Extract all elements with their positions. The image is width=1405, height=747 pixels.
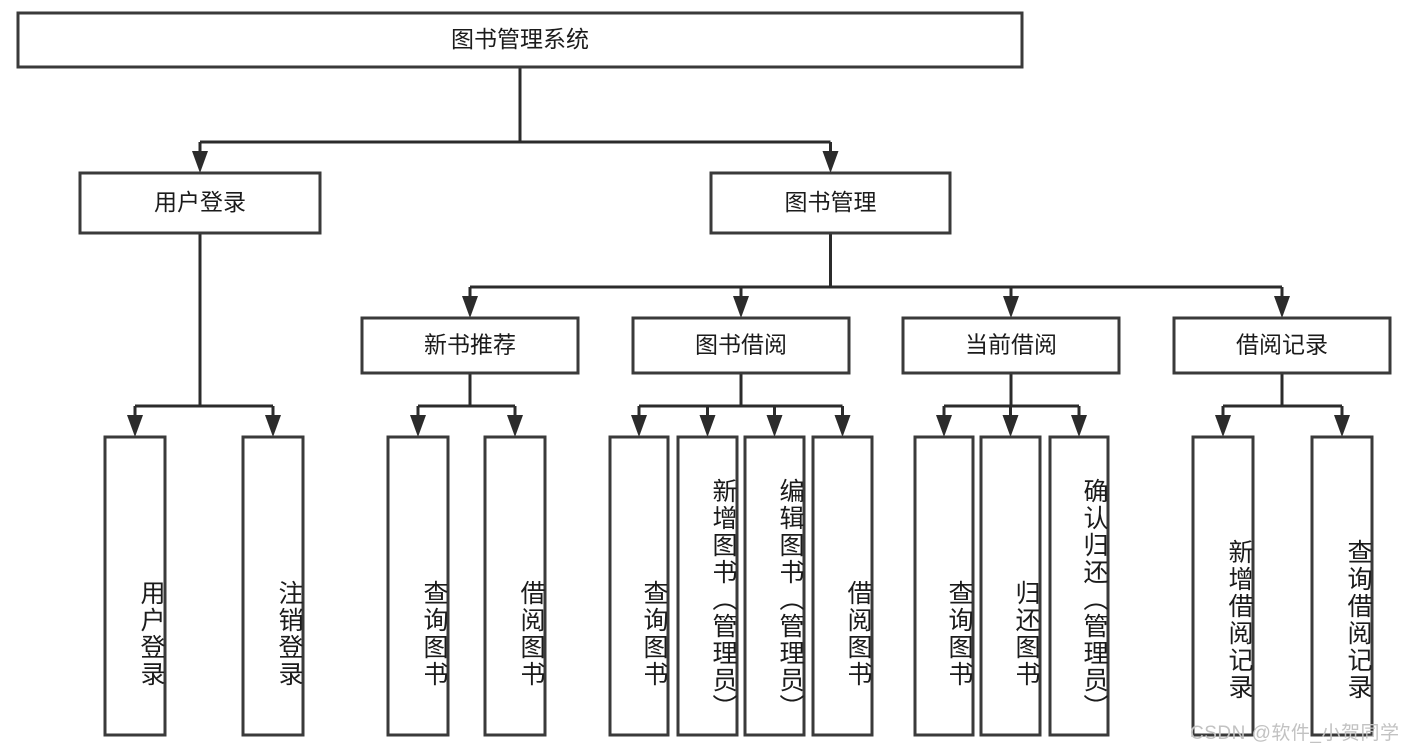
node-box-m2[interactable] [709, 171, 952, 235]
arrowhead-s1 [462, 296, 478, 318]
arrowhead-f7 [766, 415, 783, 437]
node-box-s4[interactable] [1172, 316, 1392, 375]
arrowhead-m1 [192, 151, 208, 173]
arrowhead-f13 [1334, 415, 1350, 437]
node-f5[interactable] [608, 435, 670, 737]
node-box-f8[interactable] [811, 435, 874, 737]
node-m2[interactable]: 图书管理 [709, 171, 952, 235]
node-label-s3: 当前借阅 [965, 332, 1057, 358]
node-f1[interactable] [103, 435, 167, 737]
node-box-f13[interactable] [1310, 435, 1374, 737]
node-s4[interactable]: 借阅记录 [1172, 316, 1392, 375]
node-label-m1: 用户登录 [154, 189, 246, 215]
node-box-f1[interactable] [103, 435, 167, 737]
arrowhead-f1 [127, 415, 143, 437]
node-f3[interactable] [386, 435, 450, 737]
node-box-f3[interactable] [386, 435, 450, 737]
arrowhead-f9 [936, 415, 952, 437]
node-box-s1[interactable] [360, 316, 580, 375]
node-box-f11[interactable] [1048, 435, 1110, 737]
arrowhead-f2 [265, 415, 281, 437]
node-box-f5[interactable] [608, 435, 670, 737]
node-box-s2[interactable] [631, 316, 851, 375]
arrowhead-f6 [699, 415, 716, 437]
arrowhead-f8 [834, 415, 851, 437]
node-f9[interactable] [913, 435, 975, 737]
node-s1[interactable]: 新书推荐 [360, 316, 580, 375]
node-f13[interactable] [1310, 435, 1374, 737]
node-box-f10[interactable] [979, 435, 1042, 737]
node-f8[interactable] [811, 435, 874, 737]
node-m1[interactable]: 用户登录 [78, 171, 322, 235]
node-f10[interactable] [979, 435, 1042, 737]
node-label-s1: 新书推荐 [424, 332, 516, 358]
node-box-f7[interactable] [743, 435, 806, 737]
node-f11[interactable] [1048, 435, 1110, 737]
arrowhead-f11 [1071, 415, 1087, 437]
node-root[interactable]: 图书管理系统 [16, 11, 1024, 69]
node-label-s4: 借阅记录 [1236, 332, 1328, 358]
arrowhead-s2 [733, 296, 749, 318]
arrowhead-f12 [1215, 415, 1231, 437]
node-box-f6[interactable] [676, 435, 739, 737]
node-f6[interactable] [676, 435, 739, 737]
node-label-root: 图书管理系统 [451, 26, 589, 52]
arrowhead-f5 [631, 415, 647, 437]
node-box-root[interactable] [16, 11, 1024, 69]
node-box-f9[interactable] [913, 435, 975, 737]
node-label-m2: 图书管理 [785, 189, 877, 215]
node-box-f2[interactable] [241, 435, 305, 737]
node-box-m1[interactable] [78, 171, 322, 235]
node-f12[interactable] [1191, 435, 1255, 737]
node-f4[interactable] [483, 435, 547, 737]
arrowhead-f3 [410, 415, 426, 437]
arrowhead-m2 [822, 151, 839, 173]
node-label-s2: 图书借阅 [695, 332, 787, 358]
node-s2[interactable]: 图书借阅 [631, 316, 851, 375]
node-s3[interactable]: 当前借阅 [901, 316, 1121, 375]
csdn-watermark: CSDN @软件_小贺同学 [1190, 723, 1400, 744]
node-box-f4[interactable] [483, 435, 547, 737]
arrowhead-f4 [507, 415, 523, 437]
node-box-s3[interactable] [901, 316, 1121, 375]
edges-layer [127, 67, 1350, 437]
arrowhead-s3 [1003, 296, 1019, 318]
arrowhead-f10 [1002, 415, 1019, 437]
node-box-f12[interactable] [1191, 435, 1255, 737]
node-f7[interactable] [743, 435, 806, 737]
node-f2[interactable] [241, 435, 305, 737]
arrowhead-s4 [1274, 296, 1290, 318]
